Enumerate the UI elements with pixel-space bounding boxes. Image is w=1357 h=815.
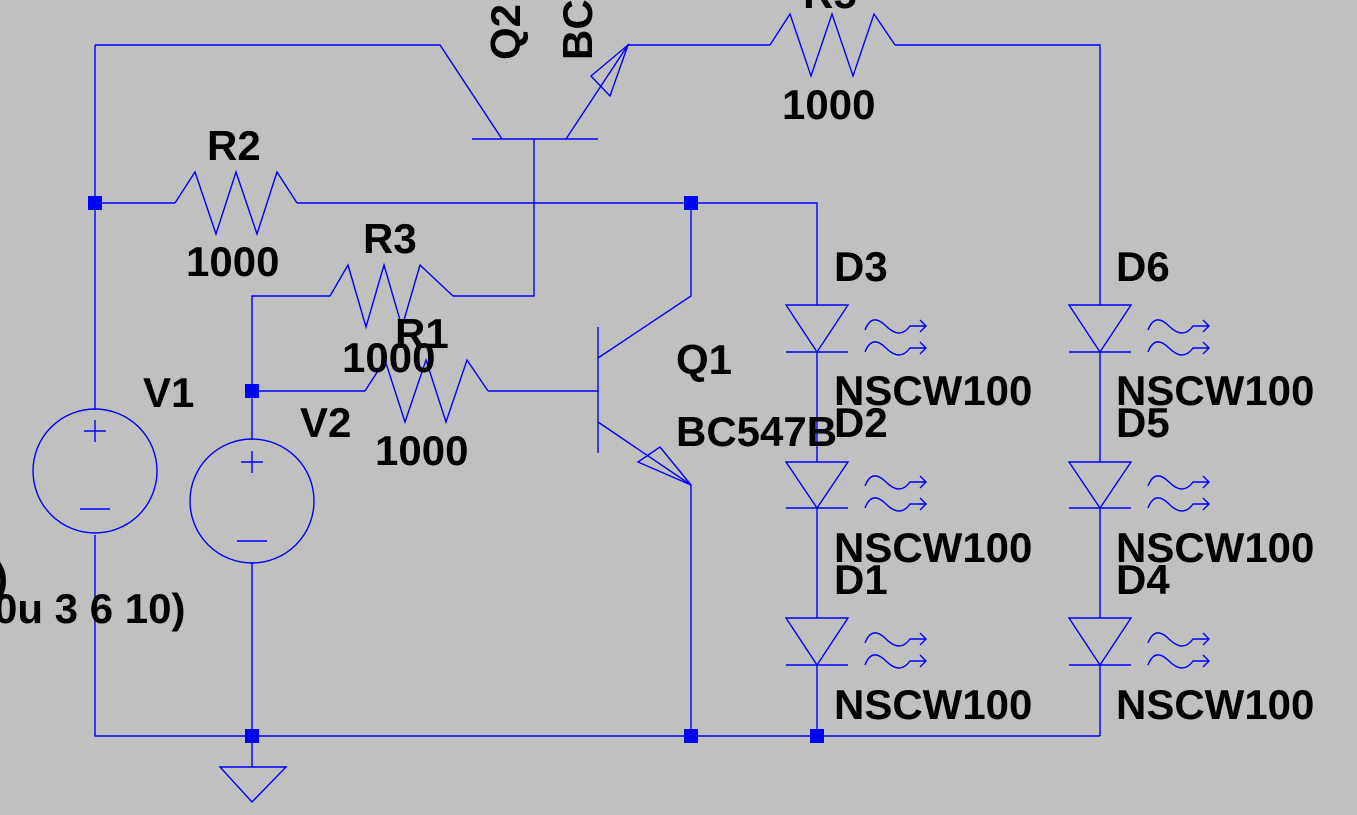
diode-d3-symbol[interactable] <box>784 304 927 356</box>
v1-value-line2-label: 0u 3 6 10) <box>0 585 185 632</box>
voltage-source-v2-symbol[interactable] <box>189 438 315 564</box>
d3-model-label: NSCW100 <box>834 367 1032 414</box>
transistor-q1-symbol[interactable] <box>597 327 692 486</box>
resistor-r3-symbol[interactable] <box>329 262 454 330</box>
labels: Q2 BC R5 1000 R2 1000 R3 1000 R1 1000 V1… <box>0 0 1314 728</box>
r1-value-label: 1000 <box>375 427 468 474</box>
q1-name-label: Q1 <box>676 336 732 383</box>
v1-name-label: V1 <box>143 369 194 416</box>
junction-node <box>245 384 259 398</box>
resistor-r1-symbol[interactable] <box>364 357 489 425</box>
d2-model-label: NSCW100 <box>834 524 1032 571</box>
junction-node <box>684 729 698 743</box>
d1-model-label: NSCW100 <box>834 681 1032 728</box>
q2-model-label: BC <box>554 0 601 60</box>
junction-node <box>88 196 102 210</box>
r2-value-label: 1000 <box>186 238 279 285</box>
r3-name-label: R3 <box>363 215 417 262</box>
junction-nodes <box>88 196 824 743</box>
r3-value-label: 1000 <box>342 334 435 381</box>
d4-name-label: D4 <box>1116 556 1170 603</box>
q1-model-label: BC547B <box>676 408 837 455</box>
v2-name-label: V2 <box>300 399 351 446</box>
r5-name-label: R5 <box>803 0 857 17</box>
d1-name-label: D1 <box>834 556 888 603</box>
transistor-q2-symbol[interactable] <box>472 42 630 140</box>
wire-q2-base[interactable] <box>453 139 535 297</box>
q2-name-label: Q2 <box>482 4 529 60</box>
junction-node <box>245 729 259 743</box>
voltage-source-v1-symbol[interactable] <box>32 408 158 534</box>
d6-model-label: NSCW100 <box>1116 367 1314 414</box>
d3-name-label: D3 <box>834 243 888 290</box>
diode-d4-symbol[interactable] <box>1067 617 1210 669</box>
d4-model-label: NSCW100 <box>1116 681 1314 728</box>
diode-d6-symbol[interactable] <box>1067 304 1210 356</box>
wire-v1-minus-rail[interactable] <box>94 535 817 737</box>
v1-value-line1-label: ) <box>0 554 8 601</box>
diode-d5-symbol[interactable] <box>1067 461 1210 512</box>
d2-name-label: D2 <box>834 399 888 446</box>
junction-node <box>684 196 698 210</box>
d6-name-label: D6 <box>1116 243 1170 290</box>
d5-model-label: NSCW100 <box>1116 524 1314 571</box>
d5-name-label: D5 <box>1116 399 1170 446</box>
r2-name-label: R2 <box>207 122 261 169</box>
resistor-r5-symbol[interactable] <box>769 11 896 79</box>
wire-r5-right[interactable] <box>895 44 1101 305</box>
wire-r2-right[interactable] <box>297 202 818 305</box>
diode-d1-symbol[interactable] <box>784 617 927 669</box>
wire-q1-collector[interactable] <box>597 203 692 359</box>
r5-value-label: 1000 <box>782 81 875 128</box>
wire-top-left[interactable] <box>95 44 503 140</box>
resistor-r2-symbol[interactable] <box>174 169 298 237</box>
diode-d2-symbol[interactable] <box>784 461 927 512</box>
ground-symbol[interactable] <box>218 743 288 804</box>
r1-name-label: R1 <box>395 310 449 357</box>
junction-node <box>810 729 824 743</box>
